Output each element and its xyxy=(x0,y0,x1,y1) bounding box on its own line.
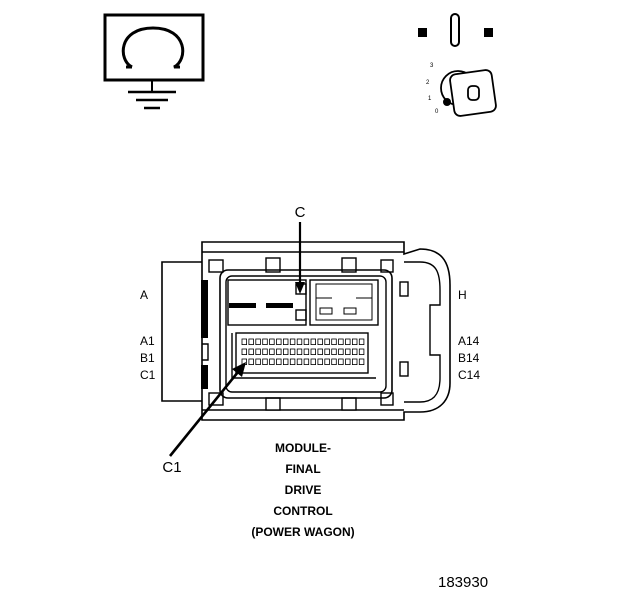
figure-number: 183930 xyxy=(438,574,488,591)
pin-cavity xyxy=(310,358,316,365)
caption-line-1: MODULE- xyxy=(275,441,331,455)
pin-cavity xyxy=(358,358,365,365)
pin-cavity xyxy=(255,338,261,345)
pin-cavity xyxy=(282,358,289,365)
pin-cavity xyxy=(338,358,344,365)
pin-cavity xyxy=(303,358,310,365)
pin-cavity xyxy=(345,338,351,345)
connector-body xyxy=(161,241,451,421)
caption-line-4: CONTROL xyxy=(273,504,332,518)
ignition-pos-0: 0 xyxy=(435,109,439,115)
callout-c-label: C xyxy=(295,204,306,221)
caption-line-5: (POWER WAGON) xyxy=(251,525,354,539)
pin-cavity xyxy=(262,358,268,365)
pin-cavity xyxy=(241,338,247,345)
pin-label-c1: C1 xyxy=(140,368,156,382)
pin-cavity xyxy=(303,338,310,345)
pin-cavity xyxy=(310,348,316,355)
pin-cavity xyxy=(358,348,365,355)
ignition-run-icon xyxy=(418,13,493,47)
row-label-a: A xyxy=(140,288,148,302)
caption-line-3: DRIVE xyxy=(285,483,322,497)
pin-cavity xyxy=(276,338,282,345)
pin-cavity xyxy=(241,348,247,355)
pin-label-c14: C14 xyxy=(458,368,480,382)
callout-c1-arrow xyxy=(168,362,246,457)
pin-cavity xyxy=(317,348,323,355)
pin-cavity xyxy=(269,348,275,355)
pin-cavity xyxy=(255,348,261,355)
pin-cavity xyxy=(296,348,303,355)
pin-cavity xyxy=(351,358,358,365)
pin-label-a14: A14 xyxy=(458,334,480,348)
pin-cavity xyxy=(310,338,316,345)
pin-cavity xyxy=(248,348,254,355)
row-label-h: H xyxy=(458,288,467,302)
pin-cavity xyxy=(324,358,330,365)
pin-cavity xyxy=(282,338,289,345)
ground-symbol-icon xyxy=(103,13,205,110)
ignition-key-icon: 3 2 1 0 xyxy=(426,63,497,117)
pin-cavity xyxy=(338,338,344,345)
pin-cavity xyxy=(289,348,296,355)
pin-cavity xyxy=(248,338,254,345)
pin-cavity xyxy=(262,348,268,355)
pin-label-b1: B1 xyxy=(140,351,155,365)
pin-cavity xyxy=(262,338,268,345)
pin-cavity xyxy=(351,348,358,355)
pin-cavity xyxy=(317,338,323,345)
pin-cavity xyxy=(289,338,296,345)
ignition-pos-3: 3 xyxy=(430,63,434,69)
pin-cavity xyxy=(331,338,337,345)
ignition-pos-1: 1 xyxy=(428,96,432,102)
pin-cavity xyxy=(276,358,282,365)
pin-cavity xyxy=(269,358,275,365)
pin-cavity xyxy=(296,338,303,345)
pin-label-a1: A1 xyxy=(140,334,155,348)
ignition-pos-2: 2 xyxy=(426,80,430,86)
pin-cavity xyxy=(248,358,254,365)
pin-cavity xyxy=(282,348,289,355)
callout-c-arrow xyxy=(295,222,305,294)
pin-cavity xyxy=(324,348,330,355)
pin-cavity xyxy=(331,348,337,355)
callout-c1-label: C1 xyxy=(162,459,181,476)
pin-cavity xyxy=(296,358,303,365)
pin-cavity xyxy=(289,358,296,365)
pin-cavity xyxy=(276,348,282,355)
pin-cavity xyxy=(331,358,337,365)
pin-cavity xyxy=(317,358,323,365)
pin-cavity xyxy=(269,338,275,345)
pin-grid xyxy=(241,338,365,365)
pin-cavity xyxy=(303,348,310,355)
caption-line-2: FINAL xyxy=(285,462,320,476)
pin-cavity xyxy=(338,348,344,355)
pin-cavity xyxy=(345,358,351,365)
pin-cavity xyxy=(351,338,358,345)
pin-cavity xyxy=(345,348,351,355)
pin-cavity xyxy=(358,338,365,345)
pin-label-b14: B14 xyxy=(458,351,480,365)
pin-cavity xyxy=(255,358,261,365)
pin-cavity xyxy=(324,338,330,345)
